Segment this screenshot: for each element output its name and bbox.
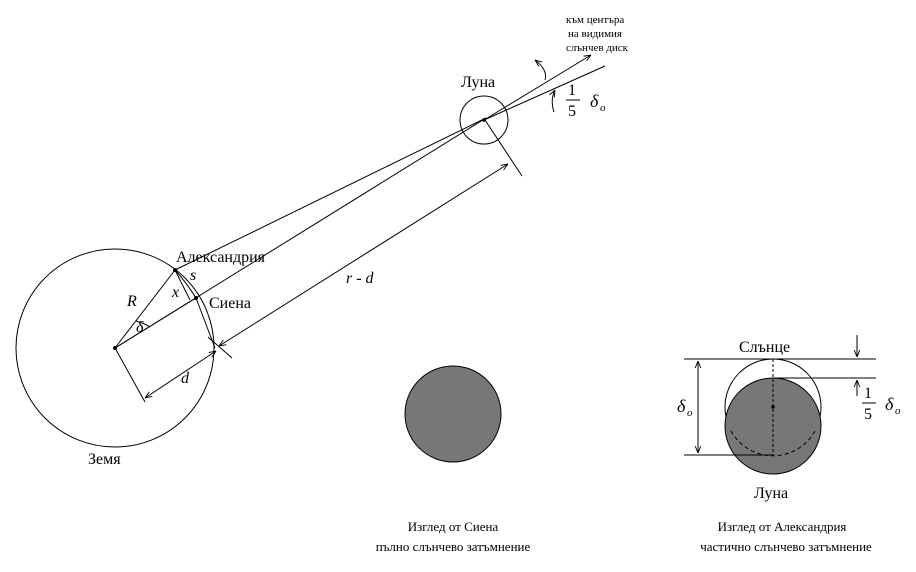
frac-num-top: 1 (568, 82, 576, 99)
sun-label: Слънце (739, 339, 790, 356)
alex-caption-line2: частично слънчево затъмнение (700, 539, 872, 554)
delta-label: δ (136, 319, 144, 336)
to-center-line1: към центъра (566, 14, 624, 26)
to-center-line2: на видимия (568, 28, 622, 40)
earth-label: Земя (88, 451, 121, 468)
delta-o-right-sub: o (687, 407, 693, 419)
frac-den-top: 5 (568, 103, 576, 120)
angle-arc-lower (552, 90, 555, 113)
segment-x (174, 269, 191, 301)
delta-o-top: δ (590, 91, 599, 111)
x-label: x (171, 284, 179, 301)
earth-circle (15, 248, 215, 448)
r-minus-d-label: r - d (346, 270, 375, 287)
frac-num-right: 1 (864, 385, 872, 402)
d-tick (207, 336, 233, 359)
moon-circle (459, 95, 509, 145)
ray-earth-to-moon (114, 117, 487, 349)
syene-caption-line2: пълно слънчево затъмнение (376, 539, 531, 554)
to-center-line3: слънчев диск (566, 42, 629, 54)
delta-o-right: δ (677, 396, 686, 416)
delta-o-right2-sub: o (895, 405, 901, 417)
r-minus-d-dimension (219, 164, 508, 346)
d-dimension (145, 351, 216, 398)
radius-to-alexandria (114, 269, 176, 349)
right-center-dot (771, 405, 775, 409)
moon-label: Луна (461, 74, 495, 91)
delta-o-top-sub: o (600, 102, 606, 114)
syene-caption-line1: Изглед от Сиена (408, 519, 499, 534)
syene-ray-extension (195, 297, 216, 349)
ray-alexandria-to-moon (174, 117, 487, 271)
d-label: d (181, 370, 190, 387)
frac-den-right: 5 (864, 406, 872, 423)
total-eclipse-disk (404, 365, 502, 463)
r-minus-d-tick (484, 119, 523, 177)
direction-line-lower (483, 65, 606, 121)
delta-o-right2: δ (885, 394, 894, 414)
s-label: s (190, 267, 196, 284)
moon-right-label: Луна (754, 485, 788, 502)
syene-label: Сиена (209, 295, 251, 312)
R-label: R (126, 293, 137, 310)
alexandria-label: Александрия (176, 249, 266, 266)
arc-s (174, 269, 197, 299)
direction-to-sun-center (483, 55, 591, 121)
sun-hidden-arc (730, 430, 816, 457)
d-perpendicular (114, 347, 146, 403)
angle-arc-one-fifth (535, 60, 546, 81)
alex-caption-line1: Изглед от Александрия (718, 519, 847, 534)
